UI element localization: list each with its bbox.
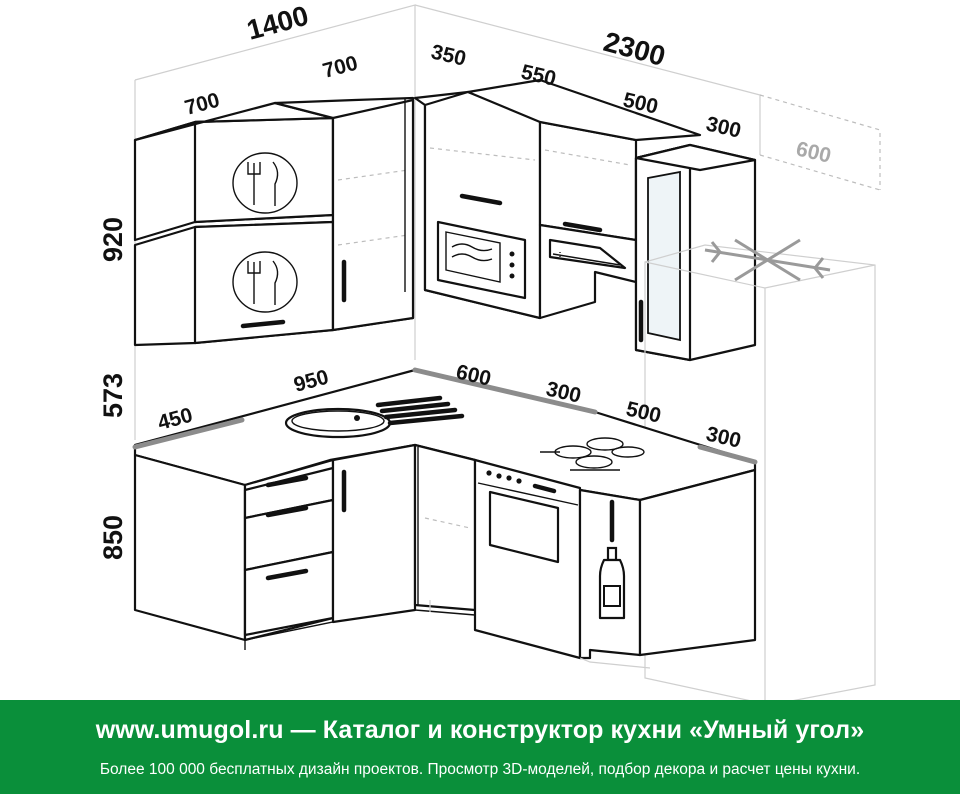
- dim-upper-left-2: 700: [320, 52, 360, 83]
- microwave-icon: [436, 220, 527, 300]
- gas-hob-icon: [540, 437, 645, 471]
- dim-total-left: 1400: [244, 0, 312, 46]
- dim-fridge-ghost: 600: [794, 137, 833, 167]
- dim-upper-left-1: 700: [182, 89, 222, 120]
- dim-counter-left-len: 950: [291, 366, 331, 397]
- dim-height-base: 850: [98, 515, 128, 560]
- upper-cabinet-left: [133, 101, 335, 347]
- promo-banner: www.umugol.ru — Каталог и конструктор ку…: [0, 700, 960, 794]
- base-cabinet-left: [133, 453, 335, 650]
- dim-height-gap: 573: [98, 373, 128, 418]
- kitchen-diagram: 1400 2300 700 700 350 550 500 300 600 92…: [98, 0, 881, 700]
- oven-icon: [473, 458, 582, 660]
- dim-height-upper: 920: [98, 217, 128, 262]
- refrigerator-ghost: [644, 244, 876, 700]
- plinth: [134, 600, 651, 669]
- snowflake-icon: [704, 238, 831, 282]
- base-cabinet-corner: [331, 443, 477, 624]
- sink-icon: [284, 395, 465, 439]
- dim-upper-right-4: 300: [704, 112, 743, 142]
- plate-fork-knife-icon: [232, 152, 298, 214]
- bottle-icon: [598, 546, 626, 620]
- door-handle: [240, 319, 286, 329]
- plate-fork-knife-icon: [232, 251, 298, 313]
- dim-total-right: 2300: [600, 26, 668, 72]
- upper-cabinet-corner: [273, 96, 415, 332]
- banner-title[interactable]: www.umugol.ru — Каталог и конструктор ку…: [95, 716, 865, 744]
- banner-subtitle: Более 100 000 бесплатных дизайн проектов…: [99, 761, 861, 778]
- upper-cabinet-glass: [634, 143, 757, 362]
- range-hood-icon: [548, 238, 627, 270]
- dim-upper-right-1: 350: [429, 40, 468, 70]
